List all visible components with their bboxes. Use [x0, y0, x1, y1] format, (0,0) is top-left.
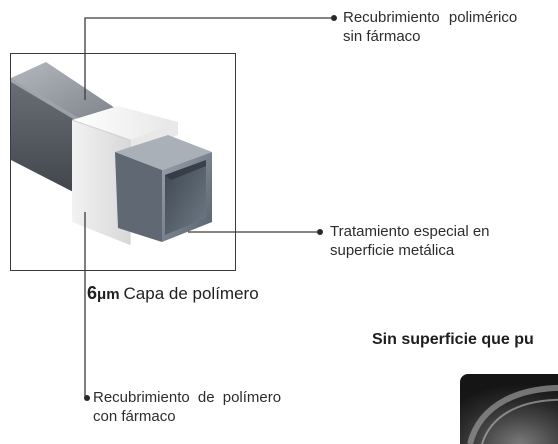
label-middle-line-2: superficie metálica: [330, 242, 455, 259]
label-bottom-line-2: con fármaco: [93, 408, 176, 425]
label-top-line-1: Recubrimiento polimérico: [343, 9, 518, 26]
label-polymer-coating-no-drug: Recubrimiento polimérico sin fármaco: [343, 8, 517, 46]
metal-strut: [11, 62, 118, 198]
leader-dots: [84, 15, 337, 401]
strut-end-face: [115, 135, 212, 242]
thickness-unit: μm: [97, 286, 120, 303]
strut-illustration: [11, 15, 337, 401]
leader-dot-bottom: [84, 395, 90, 401]
cross-section-frame: [10, 53, 236, 271]
leader-line-top: [84, 17, 332, 100]
leader-lines: [84, 17, 332, 398]
stent-strut-diagram: Recubrimiento polimérico sin fármaco Tra…: [10, 8, 558, 444]
label-polymer-coating-with-drug: Recubrimiento de polímero con fármaco: [93, 388, 281, 426]
label-metal-surface-treatment: Tratamiento especial en superficie metál…: [330, 222, 490, 260]
leader-dot-middle: [317, 229, 323, 235]
micrograph-curve: [467, 384, 558, 444]
leader-dot-top: [331, 15, 337, 21]
label-middle-line-1: Tratamiento especial en: [330, 223, 490, 240]
label-top-line-2: sin fármaco: [343, 28, 421, 45]
label-bottom-line-1: Recubrimiento de polímero: [93, 389, 282, 406]
micrograph-image: [460, 374, 558, 444]
section-heading: Sin superficie que pu: [372, 331, 534, 348]
polymer-coating-layer: [71, 106, 178, 245]
thickness-value: 6: [87, 283, 98, 303]
thickness-text: Capa de polímero: [123, 284, 259, 303]
